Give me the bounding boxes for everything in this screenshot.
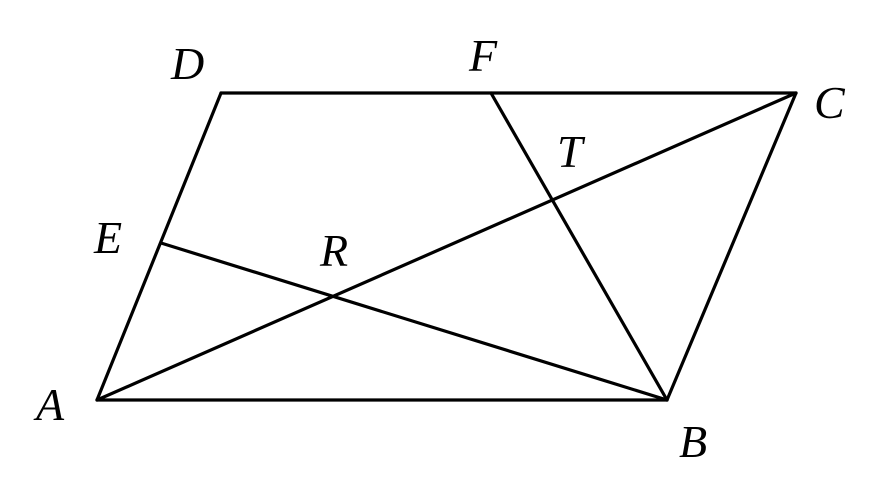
segment-eb bbox=[159, 241, 669, 402]
segment-fb bbox=[489, 91, 669, 402]
label-b: B bbox=[679, 416, 707, 467]
label-c: C bbox=[814, 77, 846, 128]
segment-da bbox=[95, 91, 223, 402]
segment-bc bbox=[665, 91, 798, 402]
label-a: A bbox=[33, 379, 65, 430]
label-t: T bbox=[557, 126, 586, 177]
label-e: E bbox=[93, 212, 122, 263]
label-d: D bbox=[170, 38, 204, 89]
diagonal-ac bbox=[95, 91, 798, 402]
label-r: R bbox=[319, 225, 348, 276]
label-f: F bbox=[468, 30, 498, 81]
